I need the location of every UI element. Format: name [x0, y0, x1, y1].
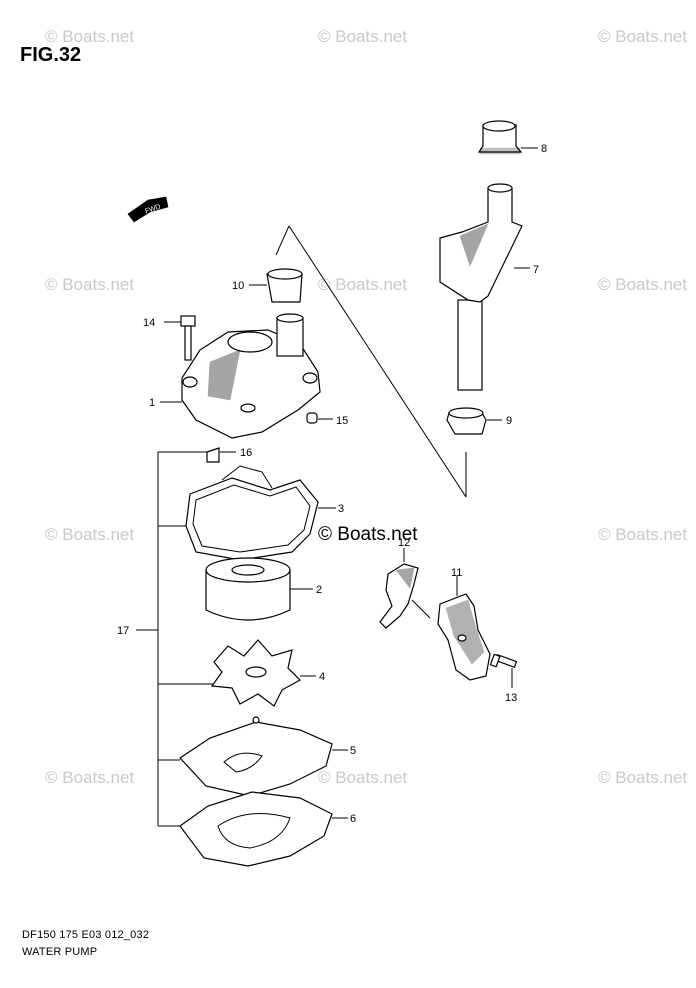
label-part-2: 2	[316, 584, 322, 596]
label-part-14: 14	[143, 317, 155, 329]
label-part-12: 12	[398, 537, 410, 549]
label-part-11: 11	[451, 567, 462, 579]
part-8-grommet	[477, 120, 538, 155]
footer-name: WATER PUMP	[22, 946, 98, 958]
footer-code: DF150 175 E03 012_032	[22, 929, 150, 941]
watermark: © Boats.net	[598, 275, 687, 294]
label-part-16: 16	[240, 447, 252, 459]
watermark: © Boats.net	[598, 525, 687, 544]
part-6-gasket	[179, 791, 348, 867]
label-part-13: 13	[505, 692, 517, 704]
part-4-impeller	[210, 639, 316, 707]
fwd-arrow-icon: FWD	[127, 196, 169, 223]
label-part-7: 7	[533, 264, 539, 276]
part-17-kit-bracket	[136, 451, 214, 827]
part-3-seal-ring	[185, 465, 336, 561]
label-part-5: 5	[350, 745, 356, 757]
watermark: © Boats.net	[45, 768, 134, 787]
part-number-labels: 1 2 3 4 5 6 7 8 9 10 11 12 13 14 15 16 1…	[117, 143, 547, 825]
watermark: © Boats.net	[318, 768, 407, 787]
watermark: © Boats.net	[45, 27, 134, 46]
label-part-8: 8	[541, 143, 547, 155]
watermark: © Boats.net	[598, 27, 687, 46]
label-part-6: 6	[350, 813, 356, 825]
watermark-group: © Boats.net © Boats.net © Boats.net © Bo…	[45, 27, 687, 787]
part-2-impeller-housing	[205, 557, 313, 621]
label-part-10: 10	[232, 280, 244, 292]
part-9-grommet	[446, 407, 502, 435]
part-16-key	[206, 447, 236, 463]
part-15-pin	[306, 412, 333, 424]
label-part-1: 1	[149, 397, 155, 409]
label-part-4: 4	[319, 671, 325, 683]
part-13-screw	[489, 653, 518, 688]
label-part-15: 15	[336, 415, 348, 427]
watermark: © Boats.net	[318, 275, 407, 294]
assembly-lines	[275, 225, 467, 498]
watermark: © Boats.net	[45, 275, 134, 294]
part-11-guard	[437, 576, 491, 681]
watermark: © Boats.net	[45, 525, 134, 544]
part-14-bolt	[164, 315, 196, 361]
label-part-17: 17	[117, 625, 129, 637]
part-10-collar	[249, 268, 303, 303]
label-part-3: 3	[338, 503, 344, 515]
label-part-9: 9	[506, 415, 512, 427]
part-12-clamp	[379, 548, 431, 629]
part-7-water-tube	[439, 183, 530, 391]
watermark: © Boats.net	[598, 768, 687, 787]
part-1-pump-case	[160, 313, 321, 439]
watermark-center: © Boats.net	[318, 524, 418, 545]
part-5-plate	[179, 716, 348, 797]
figure-title: FIG.32	[20, 44, 82, 66]
watermark: © Boats.net	[318, 27, 407, 46]
